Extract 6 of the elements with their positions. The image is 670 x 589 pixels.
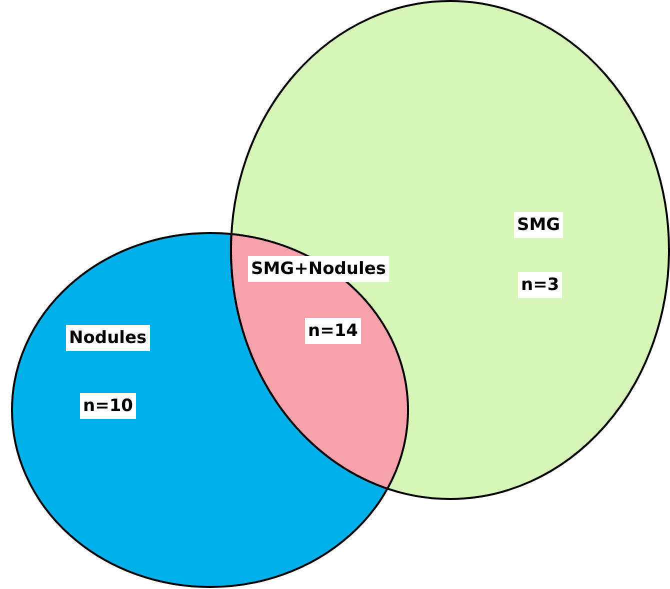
set-label: Nodules — [66, 325, 150, 352]
count-label: n=3 — [518, 272, 562, 298]
set-label: SMG — [514, 212, 564, 238]
count-label: n=14 — [305, 318, 362, 344]
count-label: n=10 — [80, 393, 136, 420]
set-label: SMG+Nodules — [248, 256, 390, 282]
